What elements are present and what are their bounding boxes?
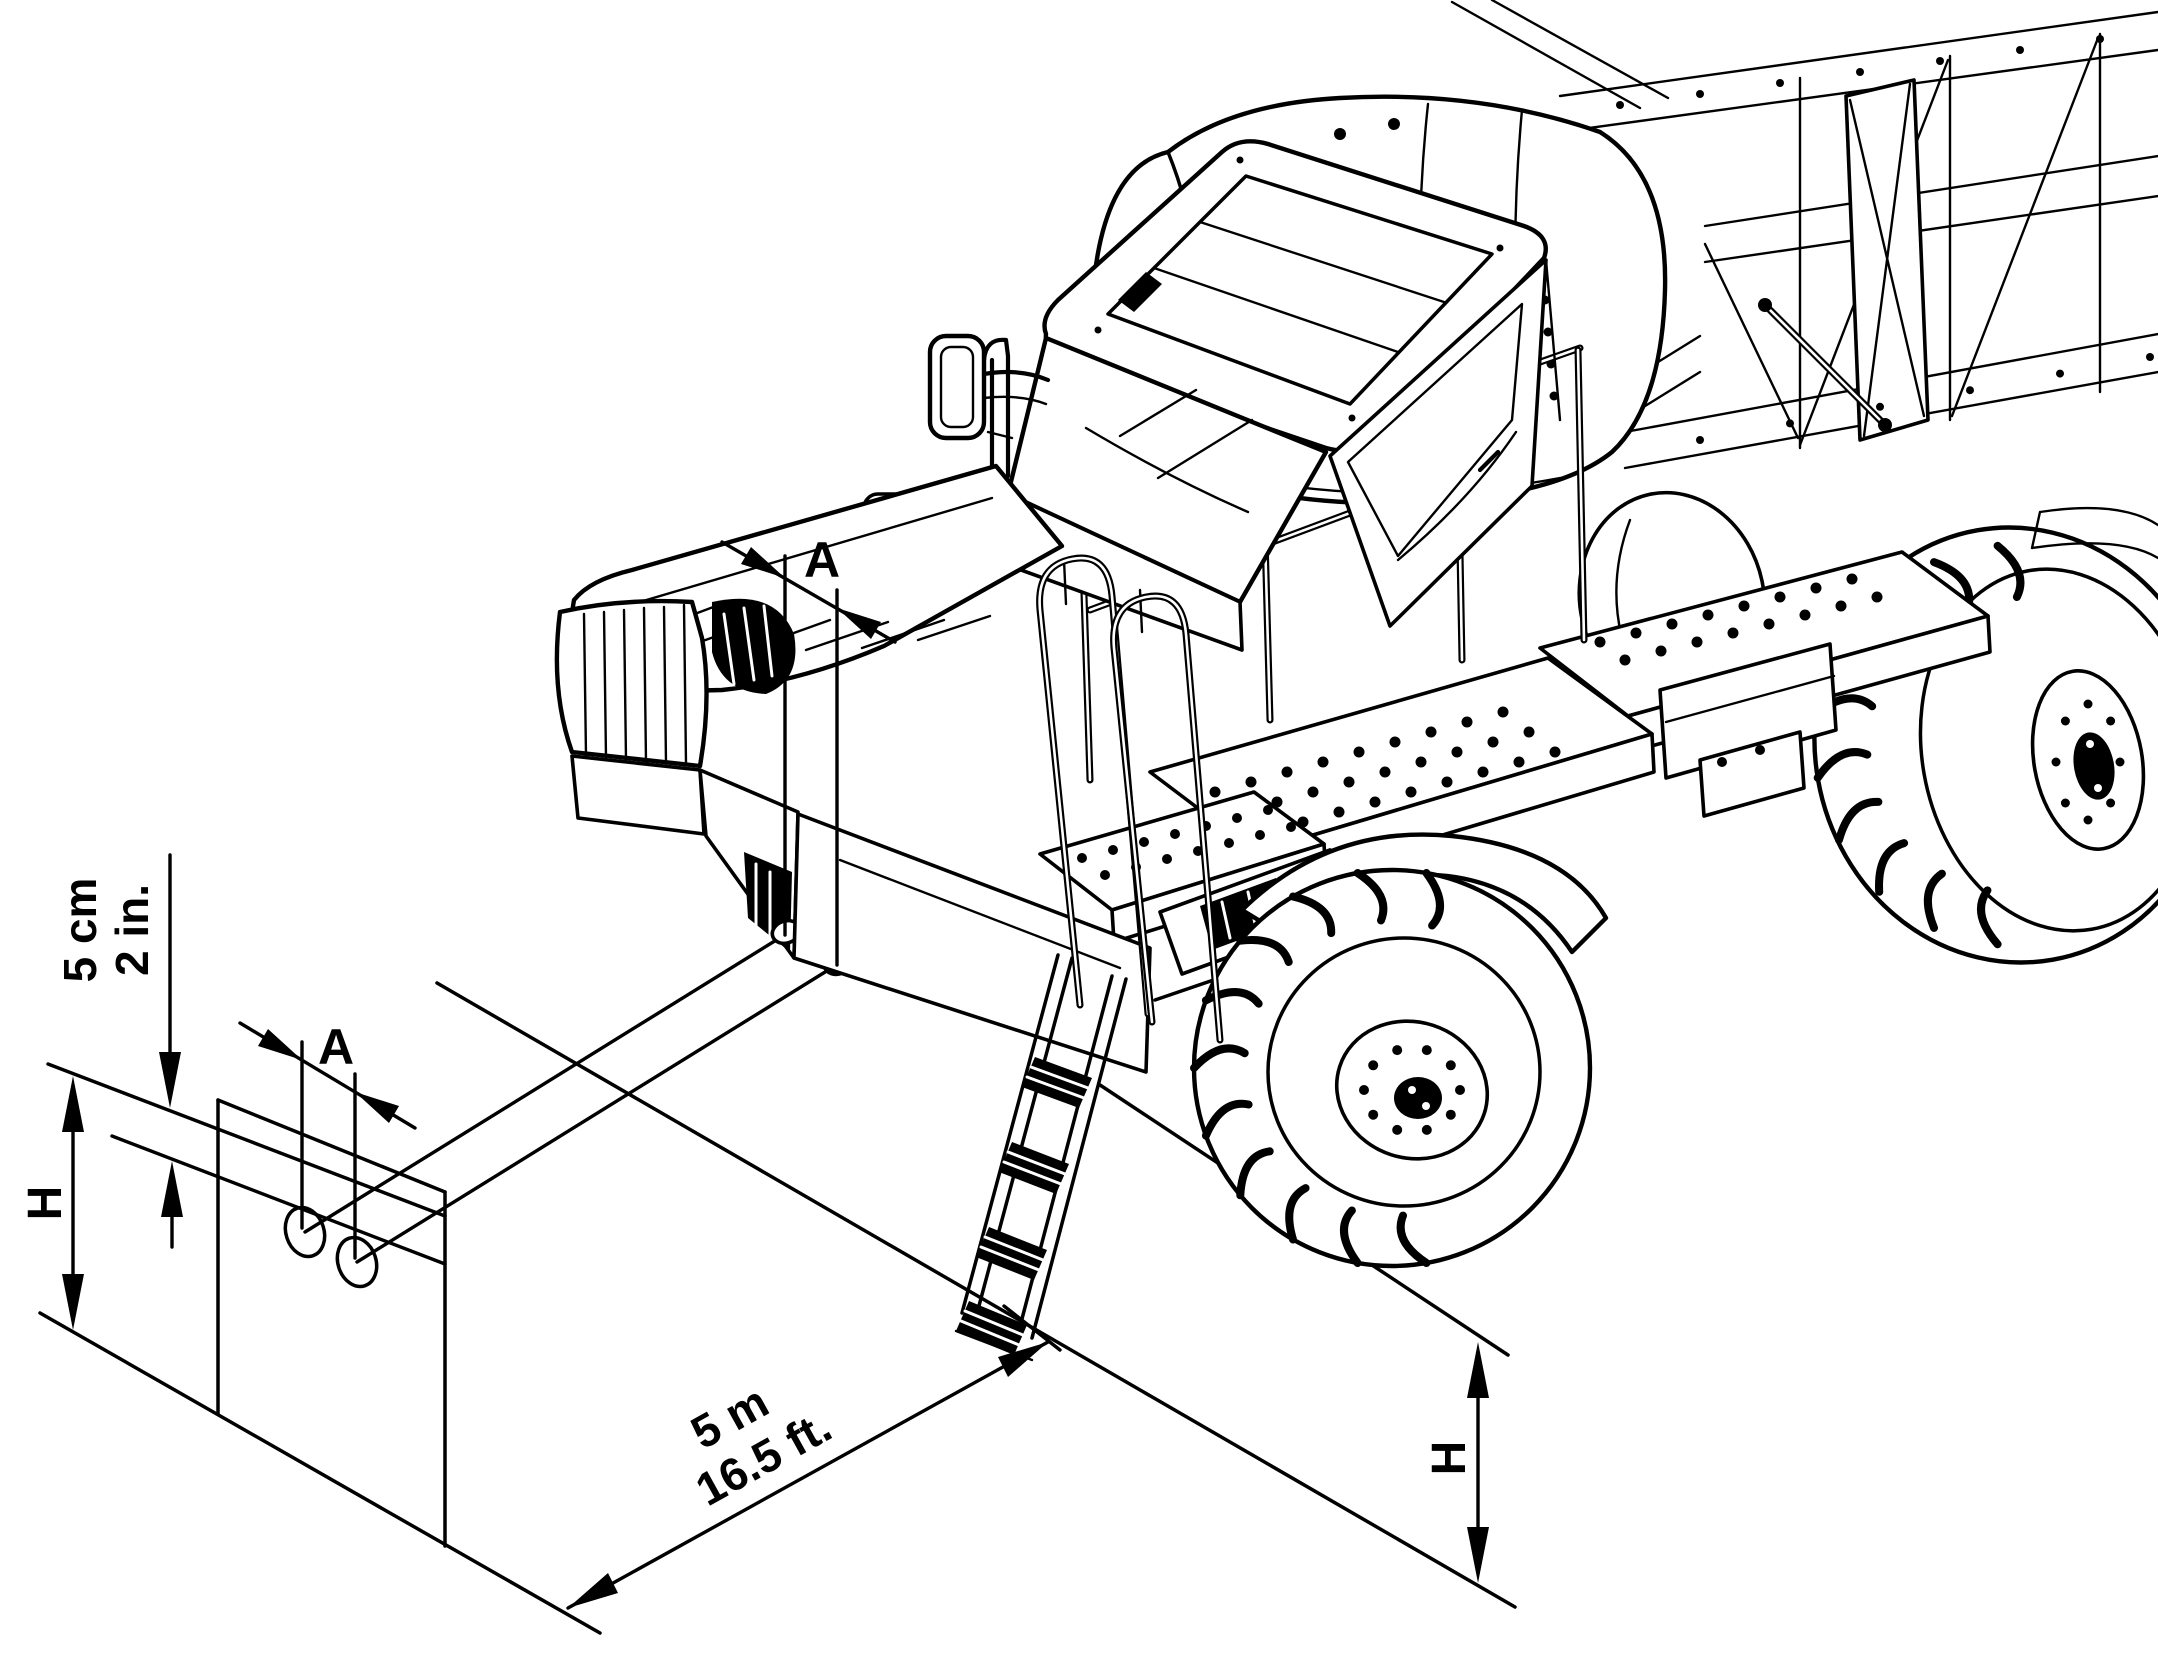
deck-rear-perforations xyxy=(1594,573,1883,666)
arrowhead xyxy=(355,1092,399,1123)
beam-spot-right xyxy=(335,1235,379,1289)
arrowhead xyxy=(837,608,881,639)
frame-rail xyxy=(792,812,1152,1074)
beam-axis-right xyxy=(355,962,840,1264)
extension-lines xyxy=(783,554,839,967)
exhaust-pipe xyxy=(989,353,1011,479)
end-tick xyxy=(1002,1304,1062,1352)
access-ladder xyxy=(954,554,1224,1362)
platform-box xyxy=(1658,642,1838,780)
dimension-annotations: A A 5 cm 2 in. H xyxy=(19,532,1489,1610)
arrowhead-down xyxy=(62,1274,84,1330)
arrowhead-left xyxy=(568,1573,618,1608)
beam-drop-label: 5 cm 2 in. xyxy=(54,878,158,983)
beam-spot-left xyxy=(283,1205,327,1259)
arrowhead-down xyxy=(1467,1527,1489,1583)
ground-line-at-wall xyxy=(38,1311,602,1635)
lamp-spacing-vehicle-label: A xyxy=(804,532,840,588)
cab-side xyxy=(1328,258,1548,628)
dim-lamp-height-vehicle: H xyxy=(1423,1342,1489,1583)
hood-assembly xyxy=(554,463,1065,977)
door-seam xyxy=(1396,430,1518,562)
grille-slats xyxy=(582,603,688,766)
cab xyxy=(1005,139,1562,652)
wall-distance-label: 5 m 16.5 ft. xyxy=(682,1375,840,1516)
extension-lines xyxy=(300,1040,357,1260)
spray-boom-truss xyxy=(1450,0,2158,470)
beam-drop-imperial: 2 in. xyxy=(106,884,158,976)
arrowhead-up xyxy=(161,1161,183,1217)
dim-lamp-spacing-wall: A xyxy=(238,1019,417,1260)
aiming-wall-and-ground xyxy=(38,932,1517,1635)
door-handle xyxy=(1477,449,1501,473)
dim-lamp-height-wall: H xyxy=(19,1076,84,1330)
truss-bolt-dots-upper xyxy=(1616,35,2104,109)
beam-axis-left xyxy=(303,932,788,1234)
side-window xyxy=(1346,302,1524,558)
dimension-line xyxy=(566,1340,1050,1610)
rear-hub-bolts xyxy=(2051,699,2125,825)
front-hub-bolts xyxy=(1359,1045,1465,1135)
deck-main-perforations xyxy=(1209,706,1561,838)
mirror-left xyxy=(927,333,987,441)
front-tire-lugs xyxy=(1190,869,1444,1267)
arrowhead-up xyxy=(62,1076,84,1132)
arrowhead xyxy=(258,1029,302,1060)
wiper xyxy=(1084,426,1250,514)
lamp-height-wall-label: H xyxy=(19,1186,72,1221)
arrowhead xyxy=(741,547,785,578)
arrowhead-up xyxy=(1467,1342,1489,1398)
dim-wall-distance: 5 m 16.5 ft. xyxy=(566,1304,1062,1610)
aim-line-on-wall xyxy=(110,1134,447,1266)
front-wheel xyxy=(1190,832,1609,1269)
grille xyxy=(554,598,709,769)
arrowhead-right xyxy=(998,1342,1048,1377)
truss-bolt-dots-lower xyxy=(1696,353,2154,444)
bumper-front xyxy=(570,754,706,836)
lower-reference-line xyxy=(435,981,1517,1609)
arrowhead-down xyxy=(159,1052,181,1108)
lamp-spacing-wall-label: A xyxy=(318,1019,354,1075)
rear-fender xyxy=(2030,506,2158,560)
lamp-height-vehicle-label: H xyxy=(1423,1441,1476,1476)
beam-drop-metric: 5 cm xyxy=(54,878,106,983)
lamp-height-line-on-wall xyxy=(46,1062,447,1218)
battery-box xyxy=(1698,730,1806,818)
wall-top-edge xyxy=(216,1098,447,1194)
dim-lamp-spacing-vehicle: A xyxy=(720,532,897,967)
dim-beam-drop: 5 cm 2 in. xyxy=(54,853,183,1249)
